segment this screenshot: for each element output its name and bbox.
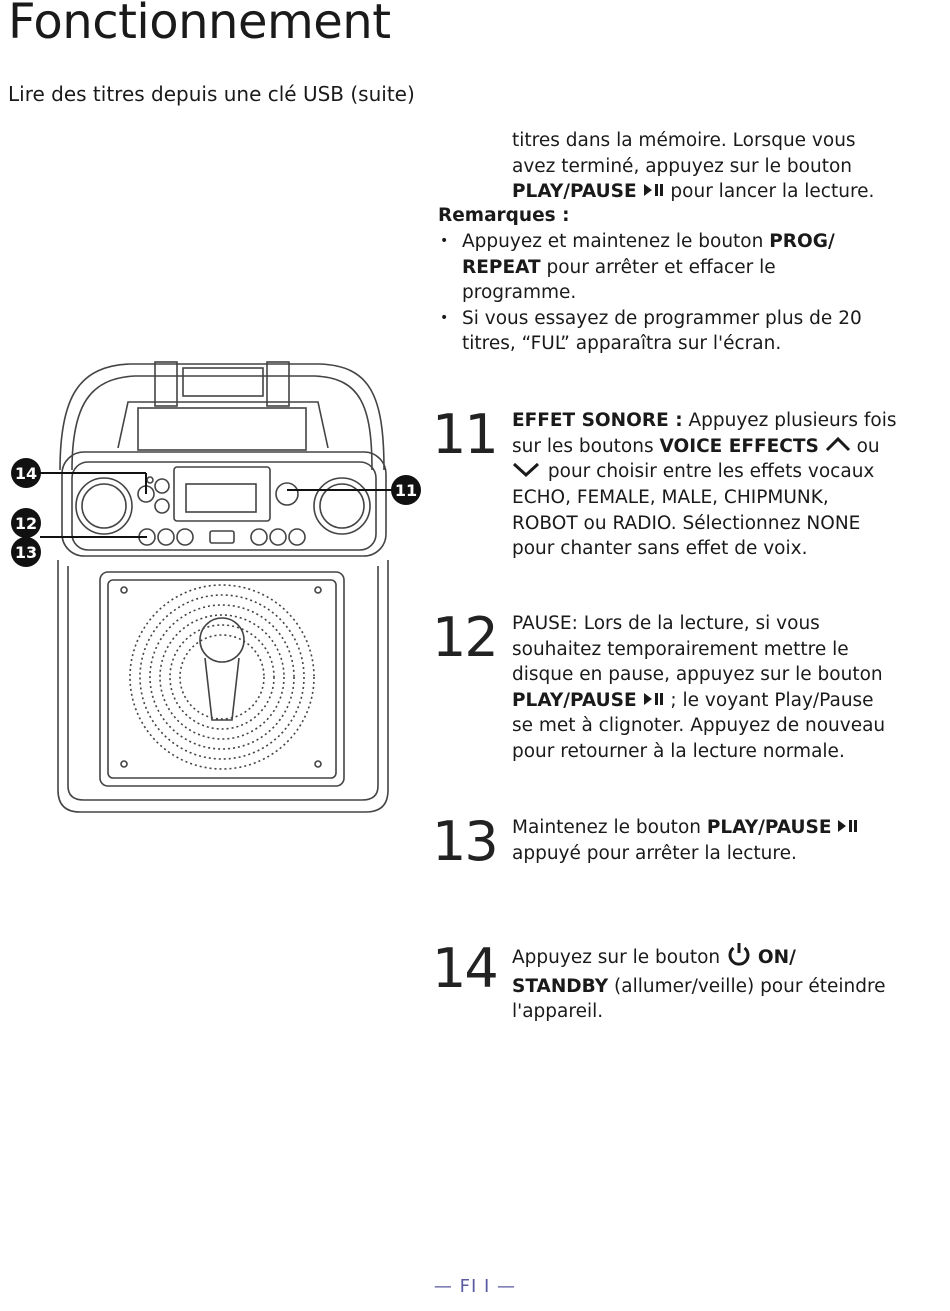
callout-11: 11: [391, 475, 421, 505]
chevron-up-icon: [825, 434, 851, 460]
step-number: 11: [432, 403, 499, 466]
remarks-heading: Remarques :: [438, 205, 570, 226]
play-pause-icon: [643, 179, 665, 205]
chevron-down-icon: [512, 460, 542, 486]
karaoke-speaker-illustration: 14 12 13 11: [11, 361, 421, 813]
svg-text:13: 13: [15, 543, 37, 562]
step-text: EFFET SONORE : Appuyez plusieurs fois su…: [512, 410, 897, 559]
section-subtitle: Lire des titres depuis une clé USB (suit…: [8, 82, 415, 106]
step-text: PAUSE: Lors de la lecture, si vous souha…: [512, 613, 886, 762]
svg-text:12: 12: [15, 514, 37, 533]
step-number: 14: [432, 937, 499, 1000]
continuation-paragraph: titres dans la mémoire. Lorsque vous ave…: [512, 128, 932, 205]
remarks-list: Appuyez et maintenez le bouton PROG/ REP…: [438, 229, 908, 357]
list-item: Appuyez et maintenez le bouton PROG/ REP…: [438, 229, 908, 306]
step-number: 12: [432, 606, 499, 669]
svg-text:11: 11: [395, 481, 417, 500]
callout-12: 12: [11, 508, 41, 538]
step-text: Maintenez le bouton PLAY/PAUSE appuyé po…: [512, 815, 932, 866]
callout-13: 13: [11, 537, 41, 567]
svg-text:14: 14: [15, 464, 37, 483]
step-number: 13: [432, 810, 499, 873]
power-icon: [726, 942, 752, 974]
step-text: Appuyez sur le bouton ON/ STANDBY (allum…: [512, 942, 932, 1025]
page-title: Fonctionnement: [8, 0, 391, 50]
play-pause-icon: [643, 688, 665, 714]
play-pause-icon: [837, 815, 859, 841]
list-item: Si vous essayez de programmer plus de 20…: [438, 306, 908, 357]
page-footer: — FI I —: [433, 1276, 517, 1297]
callout-14: 14: [11, 458, 41, 488]
